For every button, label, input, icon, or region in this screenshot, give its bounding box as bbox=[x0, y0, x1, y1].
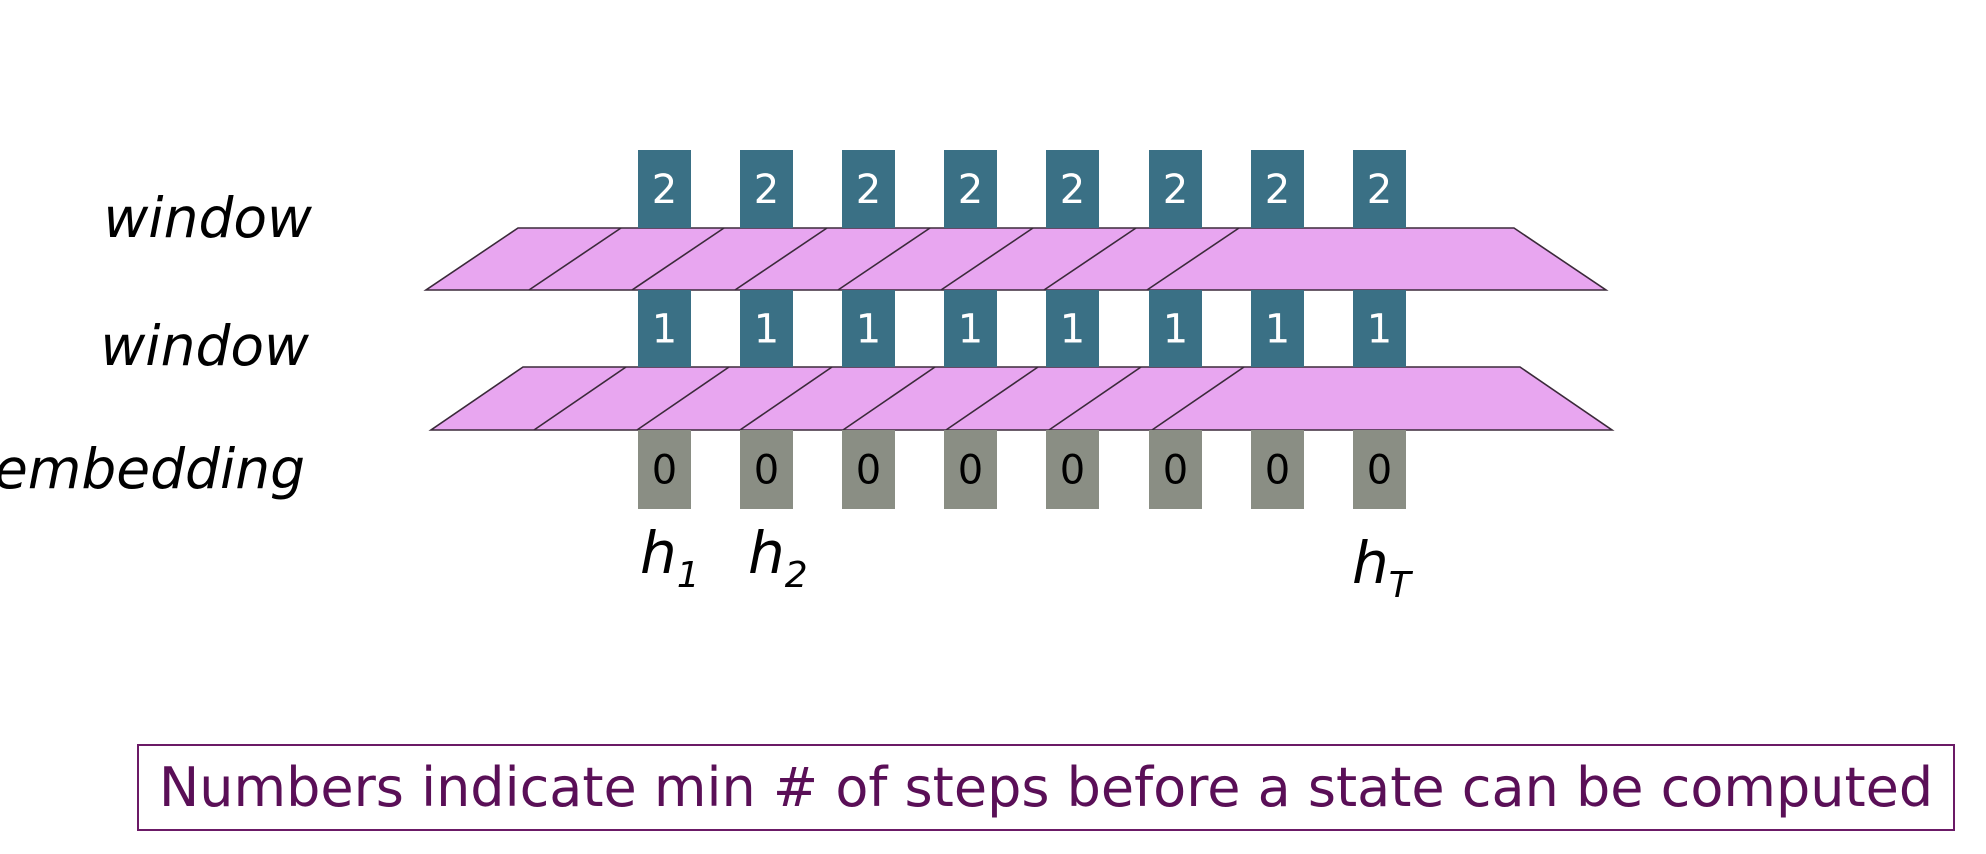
middle-state-box-5 bbox=[1046, 290, 1099, 367]
window-separator bbox=[1043, 227, 1137, 291]
hT-label: hT bbox=[1352, 529, 1414, 606]
window-separator bbox=[945, 366, 1039, 431]
top-state-value-7: 2 bbox=[1265, 167, 1290, 213]
embedding-state-box-7 bbox=[1251, 430, 1304, 509]
middle-state-value-6: 1 bbox=[1163, 307, 1188, 353]
middle-window-band bbox=[428, 366, 1615, 431]
top-state-box-6 bbox=[1149, 150, 1202, 228]
middle-state-value-4: 1 bbox=[958, 307, 983, 353]
embedding-state-box-6 bbox=[1149, 430, 1202, 509]
window-separator bbox=[528, 227, 622, 291]
embedding-state-value-3: 0 bbox=[856, 448, 881, 494]
top-layer-label: window bbox=[103, 186, 313, 250]
top-state-box-3 bbox=[842, 150, 895, 228]
middle-state-box-4 bbox=[944, 290, 997, 367]
top-state-value-4: 2 bbox=[958, 167, 983, 213]
embedding-state-value-2: 0 bbox=[754, 448, 779, 494]
window-separator bbox=[631, 227, 725, 291]
middle-state-value-5: 1 bbox=[1060, 307, 1085, 353]
middle-state-box-3 bbox=[842, 290, 895, 367]
h1-label: h1 bbox=[640, 519, 700, 596]
top-state-box-4 bbox=[944, 150, 997, 228]
top-state-box-5 bbox=[1046, 150, 1099, 228]
embedding-state-box-8 bbox=[1353, 430, 1406, 509]
caption-box: Numbers indicate min # of steps before a… bbox=[137, 744, 1955, 831]
middle-state-box-6 bbox=[1149, 290, 1202, 367]
embedding-state-value-4: 0 bbox=[958, 448, 983, 494]
middle-layer-label: window bbox=[100, 314, 310, 378]
embedding-state-box-4 bbox=[944, 430, 997, 509]
embedding-state-box-1 bbox=[638, 430, 691, 509]
window-band-shape bbox=[428, 366, 1615, 431]
embedding-state-box-5 bbox=[1046, 430, 1099, 509]
middle-state-value-8: 1 bbox=[1367, 307, 1392, 353]
window-separator bbox=[1151, 366, 1245, 431]
middle-state-box-2 bbox=[740, 290, 793, 367]
window-separator bbox=[533, 366, 627, 431]
top-state-box-2 bbox=[740, 150, 793, 228]
top-state-value-1: 2 bbox=[652, 167, 677, 213]
embedding-state-row: 0 0 0 0 0 0 0 0 bbox=[638, 430, 1406, 509]
top-state-row: 2 2 2 2 2 2 2 2 bbox=[638, 150, 1406, 228]
window-separator bbox=[734, 227, 828, 291]
top-state-value-3: 2 bbox=[856, 167, 881, 213]
window-separator bbox=[739, 366, 833, 431]
embedding-state-value-1: 0 bbox=[652, 448, 677, 494]
window-separator bbox=[940, 227, 1034, 291]
top-state-value-5: 2 bbox=[1060, 167, 1085, 213]
middle-state-value-3: 1 bbox=[856, 307, 881, 353]
middle-state-value-2: 1 bbox=[754, 307, 779, 353]
middle-state-box-1 bbox=[638, 290, 691, 367]
window-separator bbox=[837, 227, 931, 291]
middle-state-value-1: 1 bbox=[652, 307, 677, 353]
middle-state-value-7: 1 bbox=[1265, 307, 1290, 353]
window-separator bbox=[1146, 227, 1240, 291]
caption-text: Numbers indicate min # of steps before a… bbox=[158, 756, 1934, 819]
embedding-state-value-7: 0 bbox=[1265, 448, 1290, 494]
top-state-box-1 bbox=[638, 150, 691, 228]
embedding-state-box-3 bbox=[842, 430, 895, 509]
top-window-band bbox=[423, 227, 1609, 291]
window-separator bbox=[842, 366, 936, 431]
embedding-state-value-6: 0 bbox=[1163, 448, 1188, 494]
top-state-value-8: 2 bbox=[1367, 167, 1392, 213]
middle-state-box-7 bbox=[1251, 290, 1304, 367]
window-separator bbox=[636, 366, 730, 431]
bottom-layer-label: embedding bbox=[0, 437, 305, 501]
window-separator bbox=[1048, 366, 1142, 431]
window-band-shape bbox=[423, 227, 1609, 291]
middle-state-box-8 bbox=[1353, 290, 1406, 367]
embedding-state-value-8: 0 bbox=[1367, 448, 1392, 494]
top-state-value-2: 2 bbox=[754, 167, 779, 213]
middle-state-row: 1 1 1 1 1 1 1 1 bbox=[638, 290, 1406, 367]
embedding-state-box-2 bbox=[740, 430, 793, 509]
h2-label: h2 bbox=[748, 519, 808, 596]
top-state-value-6: 2 bbox=[1163, 167, 1188, 213]
top-state-box-8 bbox=[1353, 150, 1406, 228]
embedding-state-value-5: 0 bbox=[1060, 448, 1085, 494]
top-state-box-7 bbox=[1251, 150, 1304, 228]
